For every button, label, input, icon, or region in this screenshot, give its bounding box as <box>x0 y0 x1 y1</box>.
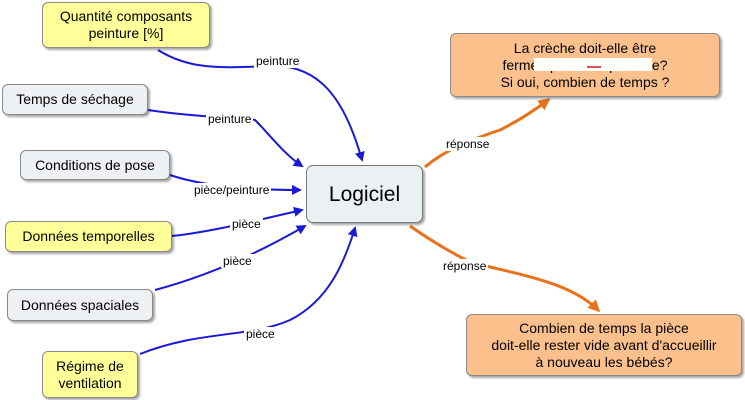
edge-label-spaciales: pièce <box>221 254 254 268</box>
edge-label-sechage: peinture <box>206 112 254 126</box>
connector-ventilation <box>139 226 358 355</box>
redaction-mask <box>534 58 652 71</box>
connector-piece <box>409 224 601 313</box>
edge-label-creche: réponse <box>444 137 492 151</box>
node-logiciel[interactable]: Logiciel <box>306 165 423 223</box>
node-temps-sechage[interactable]: Temps de séchage <box>2 84 148 115</box>
redaction-mark <box>587 66 601 68</box>
edge-label-ventilation: pièce <box>244 327 277 341</box>
node-regime-ventilation[interactable]: Régime de ventilation <box>42 351 138 398</box>
node-quantite-composants[interactable]: Quantité composants peinture [%] <box>42 2 210 48</box>
node-temps-piece-vide[interactable]: Combien de temps la pièce doit-elle rest… <box>466 314 742 376</box>
edge-label-temporelles: pièce <box>230 217 263 231</box>
node-conditions-pose[interactable]: Conditions de pose <box>20 150 170 180</box>
connector-sechage <box>147 109 304 168</box>
edge-label-piece: réponse <box>441 259 489 273</box>
edge-label-pose: pièce/peinture <box>192 183 272 197</box>
node-donnees-temporelles[interactable]: Données temporelles <box>5 221 172 252</box>
connector-creche <box>424 98 551 169</box>
node-donnees-spaciales[interactable]: Données spaciales <box>7 289 153 321</box>
edge-label-quantite: peinture <box>254 54 302 68</box>
